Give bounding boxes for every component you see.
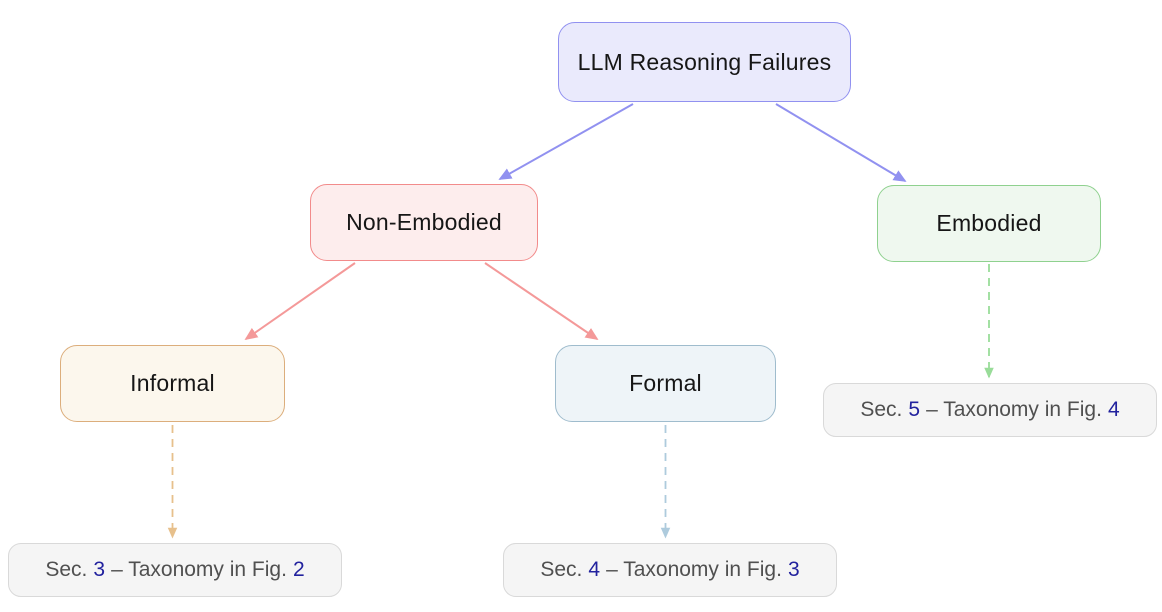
ref-sec-word: Sec.: [860, 398, 903, 421]
node-label: Non-Embodied: [346, 209, 502, 235]
ref-middle-text: – Taxonomy in Fig.: [606, 558, 782, 581]
ref-fig-number-link[interactable]: 2: [292, 558, 305, 581]
reference-formal: Sec. 4 – Taxonomy in Fig. 3: [503, 543, 837, 597]
edge-non-embodied-to-formal: [484, 262, 599, 341]
ref-middle-text: – Taxonomy in Fig.: [926, 398, 1102, 421]
ref-middle-text: – Taxonomy in Fig.: [111, 558, 287, 581]
node-non-embodied: Non-Embodied: [310, 184, 538, 261]
node-informal: Informal: [60, 345, 285, 422]
node-label: LLM Reasoning Failures: [577, 48, 832, 75]
reference-informal: Sec. 3 – Taxonomy in Fig. 2: [8, 543, 342, 597]
ref-fig-number-link[interactable]: 4: [1107, 398, 1120, 421]
ref-sec-number-link[interactable]: 4: [588, 558, 601, 581]
ref-sec-word: Sec.: [45, 558, 88, 581]
edge-non-embodied-to-informal: [244, 262, 356, 341]
edge-root-to-embodied: [775, 103, 907, 182]
ref-sec-number-link[interactable]: 3: [93, 558, 106, 581]
edge-root-to-non-embodied: [498, 103, 634, 180]
node-label: Informal: [130, 370, 215, 396]
node-label: Formal: [629, 370, 702, 396]
ref-sec-number-link[interactable]: 5: [908, 398, 921, 421]
node-embodied: Embodied: [877, 185, 1101, 262]
node-formal: Formal: [555, 345, 776, 422]
reference-embodied: Sec. 5 – Taxonomy in Fig. 4: [823, 383, 1157, 437]
ref-sec-word: Sec.: [540, 558, 583, 581]
node-label: Embodied: [936, 210, 1042, 236]
node-llm-reasoning-failures: LLM Reasoning Failures: [558, 22, 851, 102]
ref-fig-number-link[interactable]: 3: [787, 558, 800, 581]
